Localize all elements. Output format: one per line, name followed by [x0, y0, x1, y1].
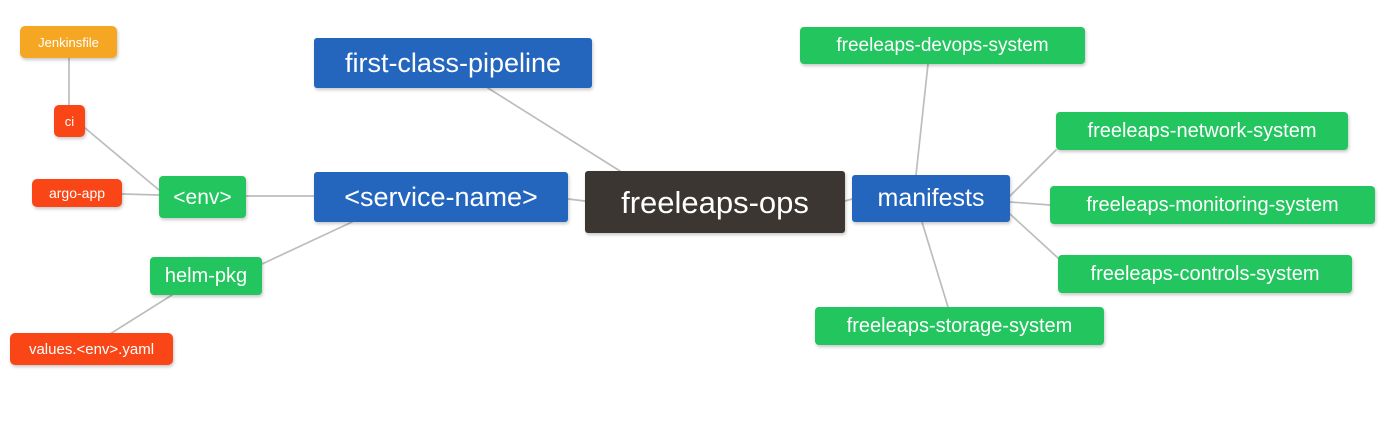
edge-manifests-to-devops — [915, 63, 929, 176]
edge-argo-app-to-env — [121, 193, 160, 196]
node-service-name[interactable]: <service-name> — [314, 172, 568, 222]
node-helm-pkg[interactable]: helm-pkg — [150, 257, 262, 295]
node-jenkinsfile[interactable]: Jenkinsfile — [20, 26, 117, 58]
node-ci[interactable]: ci — [54, 105, 85, 137]
node-label-network: freeleaps-network-system — [1087, 120, 1317, 142]
node-label-service-name: <service-name> — [344, 181, 538, 212]
node-network[interactable]: freeleaps-network-system — [1056, 112, 1348, 150]
node-storage[interactable]: freeleaps-storage-system — [815, 307, 1104, 345]
node-label-ci: ci — [64, 113, 75, 129]
node-controls[interactable]: freeleaps-controls-system — [1058, 255, 1352, 293]
edge-service-name-to-freeleaps-ops — [567, 198, 586, 202]
node-label-pipeline: first-class-pipeline — [344, 47, 562, 78]
node-label-controls: freeleaps-controls-system — [1090, 263, 1320, 285]
edge-helm-pkg-to-values-yaml — [109, 294, 173, 335]
node-label-argo-app: argo-app — [48, 185, 106, 201]
node-env[interactable]: <env> — [159, 176, 246, 218]
node-freeleaps-ops[interactable]: freeleaps-ops — [585, 171, 845, 233]
node-label-helm-pkg: helm-pkg — [164, 265, 248, 287]
edge-pipeline-to-freeleaps-ops — [487, 87, 621, 172]
edge-manifests-to-monitoring — [1009, 201, 1051, 206]
node-devops[interactable]: freeleaps-devops-system — [800, 27, 1085, 64]
node-pipeline[interactable]: first-class-pipeline — [314, 38, 592, 88]
edge-manifests-to-storage — [921, 221, 949, 308]
node-label-jenkinsfile: Jenkinsfile — [38, 34, 99, 50]
node-monitoring[interactable]: freeleaps-monitoring-system — [1050, 186, 1375, 224]
node-values-yaml[interactable]: values.<env>.yaml — [10, 333, 173, 365]
node-label-manifests: manifests — [877, 184, 985, 212]
node-manifests[interactable]: manifests — [852, 175, 1010, 222]
node-label-env: <env> — [173, 185, 232, 209]
node-label-monitoring: freeleaps-monitoring-system — [1086, 194, 1339, 216]
node-label-storage: freeleaps-storage-system — [846, 315, 1073, 337]
edge-freeleaps-ops-to-manifests — [844, 198, 853, 202]
node-label-devops: freeleaps-devops-system — [836, 35, 1049, 56]
edge-service-name-to-helm-pkg — [261, 221, 353, 265]
node-argo-app[interactable]: argo-app — [32, 179, 122, 207]
node-label-freeleaps-ops: freeleaps-ops — [621, 184, 809, 220]
node-label-values-yaml: values.<env>.yaml — [28, 340, 155, 358]
